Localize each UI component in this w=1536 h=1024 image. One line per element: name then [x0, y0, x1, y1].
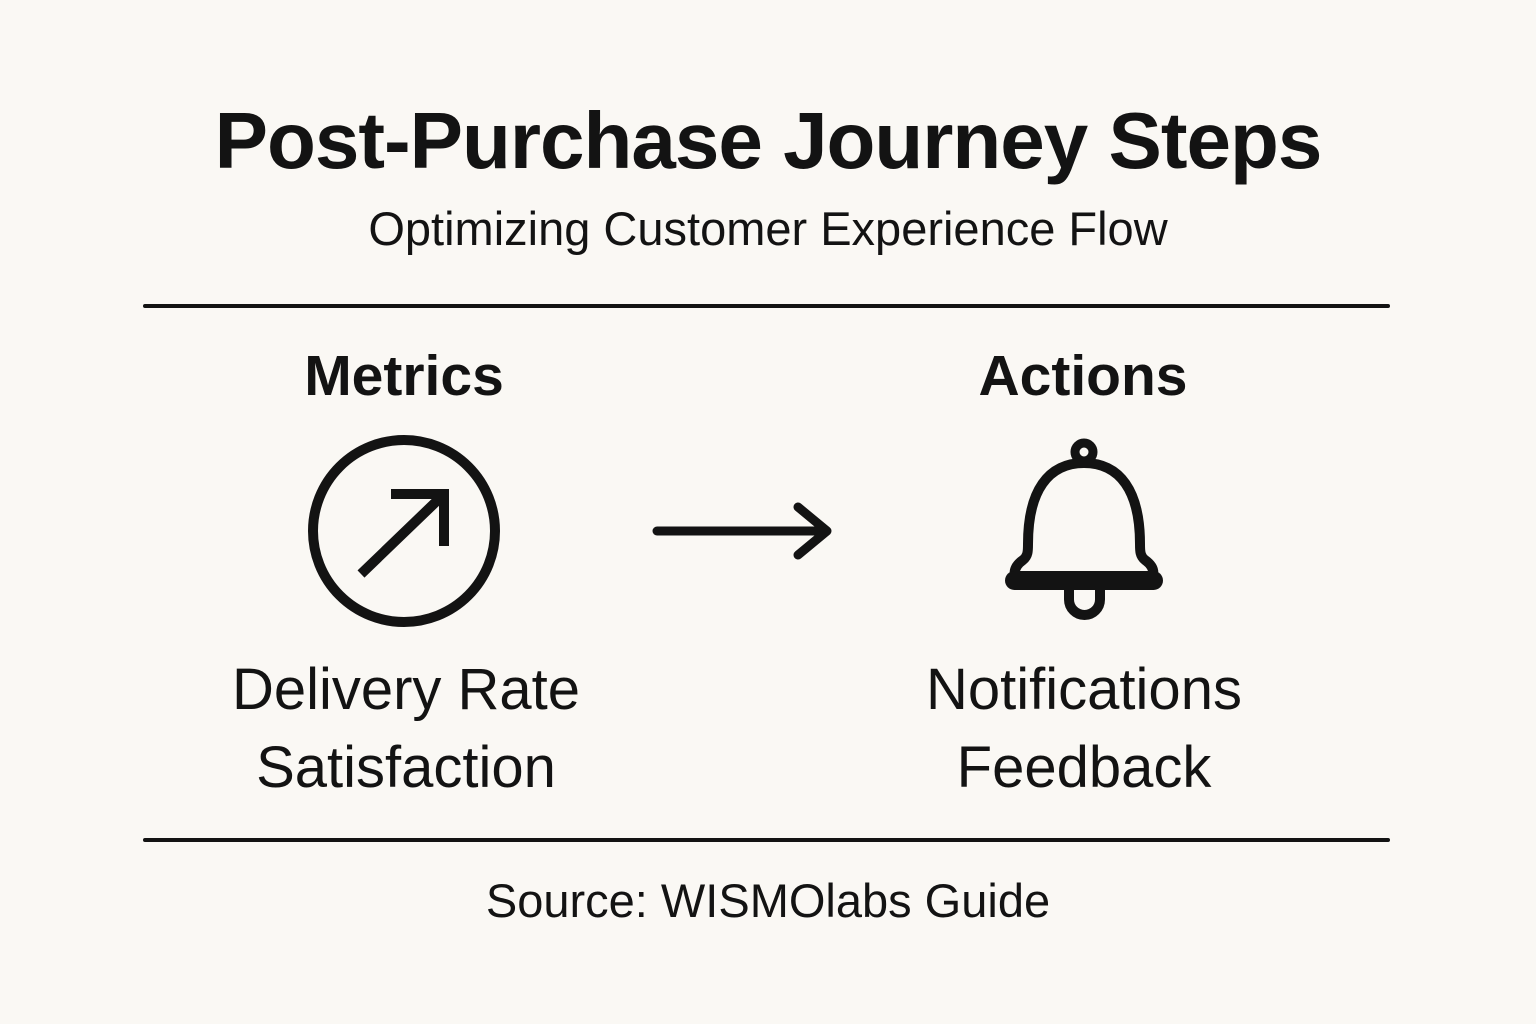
arrow-right-icon: [652, 502, 832, 560]
metrics-labels: Delivery Rate Satisfaction: [106, 651, 706, 807]
top-divider: [143, 304, 1390, 308]
source-caption: Source: WISMOlabs Guide: [485, 874, 1051, 927]
bell-icon: [1005, 438, 1163, 620]
actions-labels: Notifications Feedback: [784, 651, 1384, 807]
page-title: Post-Purchase Journey Steps: [214, 96, 1323, 185]
action-item: Notifications: [926, 657, 1242, 722]
action-item: Feedback: [956, 735, 1212, 800]
bottom-divider: [143, 838, 1390, 842]
metric-item: Satisfaction: [256, 735, 556, 800]
column-heading-metrics: Metrics: [304, 344, 504, 408]
metric-item: Delivery Rate: [231, 657, 581, 722]
page-subtitle: Optimizing Customer Experience Flow: [368, 202, 1168, 255]
column-heading-actions: Actions: [978, 344, 1188, 408]
trending-up-circle-icon: [308, 435, 500, 627]
